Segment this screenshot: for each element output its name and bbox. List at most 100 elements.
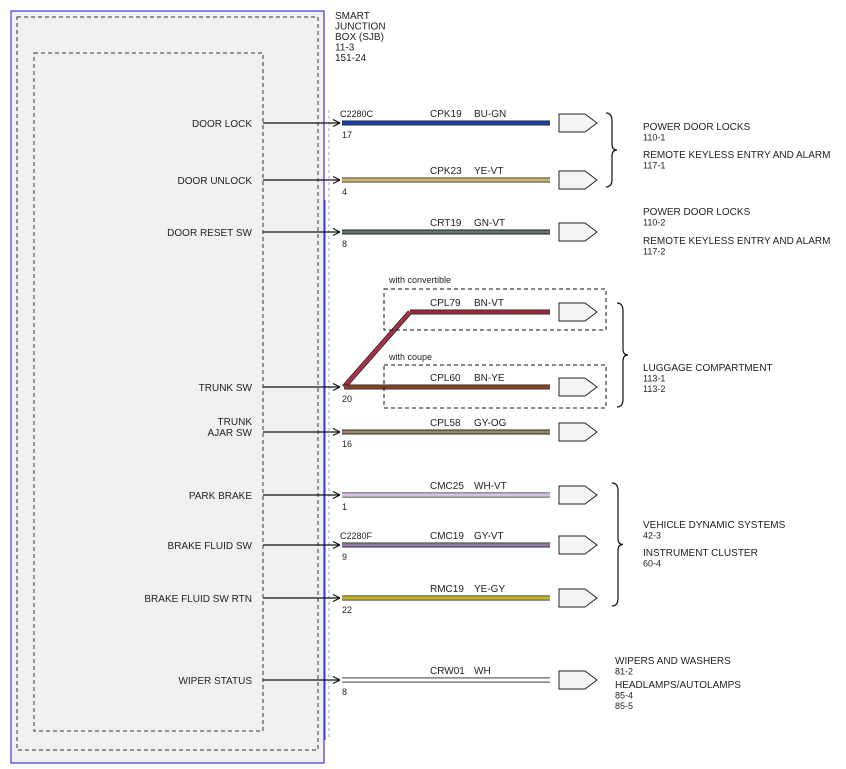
reference-page: 85-4: [615, 691, 633, 701]
pin-number: 8: [342, 239, 347, 249]
wire-color-code: YE-GY: [474, 584, 505, 595]
signal-label: WIPER STATUS: [178, 676, 252, 687]
pin-number: 20: [342, 394, 352, 404]
terminal-connector-icon: [558, 535, 598, 555]
terminal-connector-icon: [558, 485, 598, 505]
pin-number: 9: [342, 552, 347, 562]
reference-page: 110-2: [643, 218, 665, 228]
circuit-id: CRT19: [430, 218, 462, 229]
reference-page: 113-2: [643, 384, 665, 394]
reference-title: REMOTE KEYLESS ENTRY AND ALARM: [643, 150, 830, 161]
terminal-connector-icon: [558, 422, 598, 442]
brace-brake: [611, 482, 624, 607]
terminal: [558, 485, 598, 505]
pin-number: 4: [342, 187, 347, 197]
signal-label: PARK BRAKE: [189, 491, 252, 502]
module-title-line: BOX (SJB): [335, 32, 384, 43]
terminal: [558, 422, 598, 442]
pin-number: 17: [342, 130, 352, 140]
reference-page: 42-3: [643, 531, 661, 541]
reference-title: POWER DOOR LOCKS: [643, 207, 751, 218]
terminal: [558, 670, 598, 690]
terminal-connector-icon: [558, 377, 598, 397]
reference-page: 117-2: [643, 247, 665, 257]
signal-label: TRUNK SW: [199, 383, 253, 394]
brace-door-locks: [605, 112, 618, 188]
circuit-id: CMC25: [430, 481, 464, 492]
wire-color-code: BN-VT: [474, 298, 504, 309]
arrow-head-icon: [332, 675, 341, 685]
option-label: with convertible: [388, 275, 451, 285]
pin-number: 16: [342, 439, 352, 449]
signal-label: DOOR UNLOCK: [178, 176, 253, 187]
module-dashed-outer: [16, 16, 319, 751]
signal-label: DOOR RESET SW: [167, 228, 252, 239]
circuit-id: CPL79: [430, 298, 461, 309]
pin-number: 8: [342, 687, 347, 697]
terminal-connector-icon: [558, 222, 598, 242]
reference-page: 117-1: [643, 161, 665, 171]
signal-label: BRAKE FLUID SW: [168, 541, 253, 552]
terminal-connector-icon: [558, 170, 598, 190]
module-title-line: JUNCTION: [335, 22, 386, 33]
wire-color-code: WH-VT: [474, 481, 507, 492]
circuit-id: CPK19: [430, 109, 462, 120]
terminal-connector-icon: [558, 588, 598, 608]
arrow-head-icon: [332, 227, 341, 237]
option-label: with coupe: [388, 352, 432, 362]
reference-page: 81-2: [615, 667, 633, 677]
wire-color-code: YE-VT: [474, 166, 503, 177]
arrow-head-icon: [332, 593, 341, 603]
circuit-id: RMC19: [430, 584, 464, 595]
reference-page: 110-1: [643, 133, 665, 143]
circuit-id: CPK23: [430, 166, 462, 177]
reference-title: REMOTE KEYLESS ENTRY AND ALARM: [643, 236, 830, 247]
arrow-head-icon: [332, 490, 341, 500]
reference-title: HEADLAMPS/AUTOLAMPS: [615, 680, 741, 691]
reference-page: 60-4: [643, 559, 661, 569]
reference-page: 85-5: [615, 701, 633, 711]
module-title-line: 11-3: [335, 43, 355, 54]
wire-color-code: GY-OG: [474, 418, 507, 429]
reference-page: 113-1: [643, 374, 665, 384]
reference-title: LUGGAGE COMPARTMENT: [643, 363, 773, 374]
reference-title: POWER DOOR LOCKS: [643, 122, 751, 133]
pin-number: 1: [342, 502, 347, 512]
terminal: [558, 302, 598, 322]
terminal-connector-icon: [558, 302, 598, 322]
pin-number: 22: [342, 605, 352, 615]
signal-label: TRUNK: [218, 417, 253, 428]
signal-label: DOOR LOCK: [192, 119, 252, 130]
terminal-connector-icon: [558, 113, 598, 133]
terminal: [558, 222, 598, 242]
arrow-head-icon: [332, 540, 341, 550]
terminal: [558, 170, 598, 190]
wire-color-code: WH: [474, 666, 491, 677]
terminal: [558, 588, 598, 608]
circuit-id: CMC19: [430, 531, 464, 542]
brace-luggage: [616, 302, 629, 408]
arrow-head-icon: [332, 175, 341, 185]
reference-title: VEHICLE DYNAMIC SYSTEMS: [643, 520, 786, 531]
arrow-head-icon: [332, 382, 341, 392]
wire-color-code: BN-YE: [474, 373, 505, 384]
reference-title: INSTRUMENT CLUSTER: [643, 548, 758, 559]
module-title-line: SMART: [335, 11, 370, 22]
circuit-id: CPL58: [430, 418, 461, 429]
wire-diagonal: [342, 310, 412, 389]
signal-label: AJAR SW: [208, 428, 253, 439]
circuit-id: CRW01: [430, 666, 465, 677]
arrow-head-icon: [332, 118, 341, 128]
terminal: [558, 113, 598, 133]
wire-color-code: GN-VT: [474, 218, 505, 229]
wire-color-code: BU-GN: [474, 109, 506, 120]
arrow-head-icon: [332, 427, 341, 437]
wire-color-code: GY-VT: [474, 531, 504, 542]
module-title-line: 151-24: [335, 53, 367, 64]
option-box-convertible: [383, 288, 607, 331]
module-dashed-inner: [33, 52, 264, 732]
connector-id: C2280C: [340, 109, 374, 119]
terminal: [558, 377, 598, 397]
terminal-connector-icon: [558, 670, 598, 690]
